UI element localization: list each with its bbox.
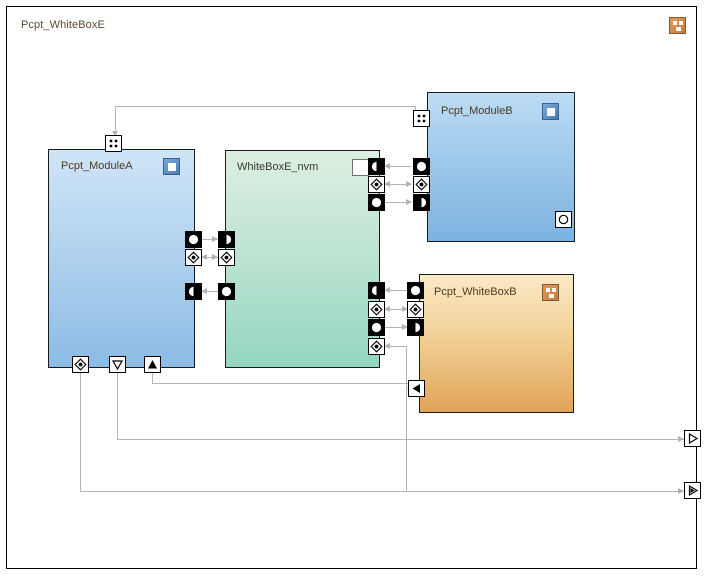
delegation-port-modulea-bottom[interactable] [72, 356, 89, 373]
wire-segment [115, 106, 116, 132]
component-icon [669, 17, 686, 34]
block-whiteboxe-nvm[interactable]: WhiteBoxE_nvm [225, 150, 380, 368]
wire-nvm-b-2 [385, 184, 411, 185]
blue-component-icon [163, 158, 180, 175]
block-label: Pcpt_WhiteBoxB [434, 286, 517, 298]
triangle-left-port-whiteboxb[interactable] [408, 380, 425, 397]
arrow-head [406, 180, 412, 187]
delegation-port-nvm-right-2[interactable] [368, 301, 385, 318]
config-port-moduleb-left[interactable] [413, 110, 430, 127]
triangle-right-port-frame-2[interactable] [684, 482, 701, 499]
wire-nvm-wb-4b [406, 346, 407, 388]
delegation-port-moduleb-1[interactable] [413, 176, 430, 193]
required-port-moduleb-1[interactable] [413, 194, 430, 211]
wire-vertical-drop [406, 388, 407, 491]
arrow-head [201, 287, 207, 294]
block-label: Pcpt_ModuleA [61, 160, 133, 172]
required-port-whiteboxb-1[interactable] [407, 319, 424, 336]
provided-port-nvm-left-1[interactable] [218, 283, 235, 300]
plain-square-icon [352, 159, 369, 176]
required-port-nvm-right-2[interactable] [368, 282, 385, 299]
delegation-port-nvm-right-1[interactable] [368, 176, 385, 193]
wire-nvm-wb-4a [385, 346, 407, 347]
provided-port-moduleb-1[interactable] [413, 158, 430, 175]
wire-a-to-frame-2 [80, 369, 81, 491]
arrow-head [212, 235, 218, 242]
arrow-head [678, 435, 684, 442]
diagram-frame: Pcpt_WhiteBoxE [6, 6, 701, 569]
required-port-nvm-right-1[interactable] [368, 158, 385, 175]
required-port-nvm-left-1[interactable] [218, 231, 235, 248]
delegation-port-nvm-right-3[interactable] [368, 338, 385, 355]
wire-nvm-wb-3 [385, 327, 407, 328]
provided-port-modulea-1[interactable] [185, 231, 202, 248]
circle-outline-port-moduleb[interactable] [555, 211, 572, 228]
wire-nvm-wb-1 [385, 290, 407, 291]
block-pcpt-whiteboxb[interactable]: Pcpt_WhiteBoxB [419, 274, 574, 413]
arrow-head [384, 342, 390, 349]
delegation-port-nvm-left-1[interactable] [218, 249, 235, 266]
arrow-head [384, 305, 390, 312]
delegation-port-modulea-1[interactable] [185, 249, 202, 266]
delegation-port-whiteboxb-1[interactable] [407, 301, 424, 318]
arrow-head [201, 253, 207, 260]
wire-a-to-frame-1b [117, 439, 684, 440]
triangle-down-port-modulea[interactable] [109, 356, 126, 373]
arrow-head [111, 131, 118, 137]
wire-segment [152, 369, 153, 383]
arrow-head [384, 162, 390, 169]
wire-a-to-frame-2b [80, 491, 684, 492]
arrow-head [402, 305, 408, 312]
blue-component-icon [542, 103, 559, 120]
arrow-head [384, 286, 390, 293]
required-port-modulea-1[interactable] [185, 283, 202, 300]
block-pcpt-moduleb[interactable]: Pcpt_ModuleB [427, 92, 575, 242]
wire-a-nvm-3 [202, 291, 218, 292]
provided-port-nvm-right-2[interactable] [368, 319, 385, 336]
wire-a-nvm-1 [202, 239, 218, 240]
arrow-head [212, 253, 218, 260]
wire-nvm-b-1 [385, 166, 411, 167]
wire-nvm-wb-2 [385, 309, 407, 310]
config-port-modulea-top[interactable] [105, 135, 122, 152]
wire-a-to-frame-1 [117, 369, 118, 439]
triangle-right-port-frame-1[interactable] [684, 430, 701, 447]
page-title: Pcpt_WhiteBoxE [21, 19, 105, 31]
wire-a-nvm-2 [202, 257, 218, 258]
arrow-head [406, 198, 412, 205]
arrow-head [678, 487, 684, 494]
wire-wb-to-a-up [152, 383, 410, 384]
provided-port-nvm-right-1[interactable] [368, 194, 385, 211]
wire-moduleb-to-modulea [115, 106, 415, 107]
arrow-head [384, 180, 390, 187]
arrow-head [402, 323, 408, 330]
triangle-up-port-modulea[interactable] [144, 356, 161, 373]
orange-component-icon [542, 284, 559, 301]
block-label: WhiteBoxE_nvm [237, 161, 319, 173]
wire-nvm-b-3 [385, 202, 411, 203]
provided-port-whiteboxb-1[interactable] [407, 282, 424, 299]
block-pcpt-modulea[interactable]: Pcpt_ModuleA [48, 149, 195, 368]
block-label: Pcpt_ModuleB [441, 105, 513, 117]
